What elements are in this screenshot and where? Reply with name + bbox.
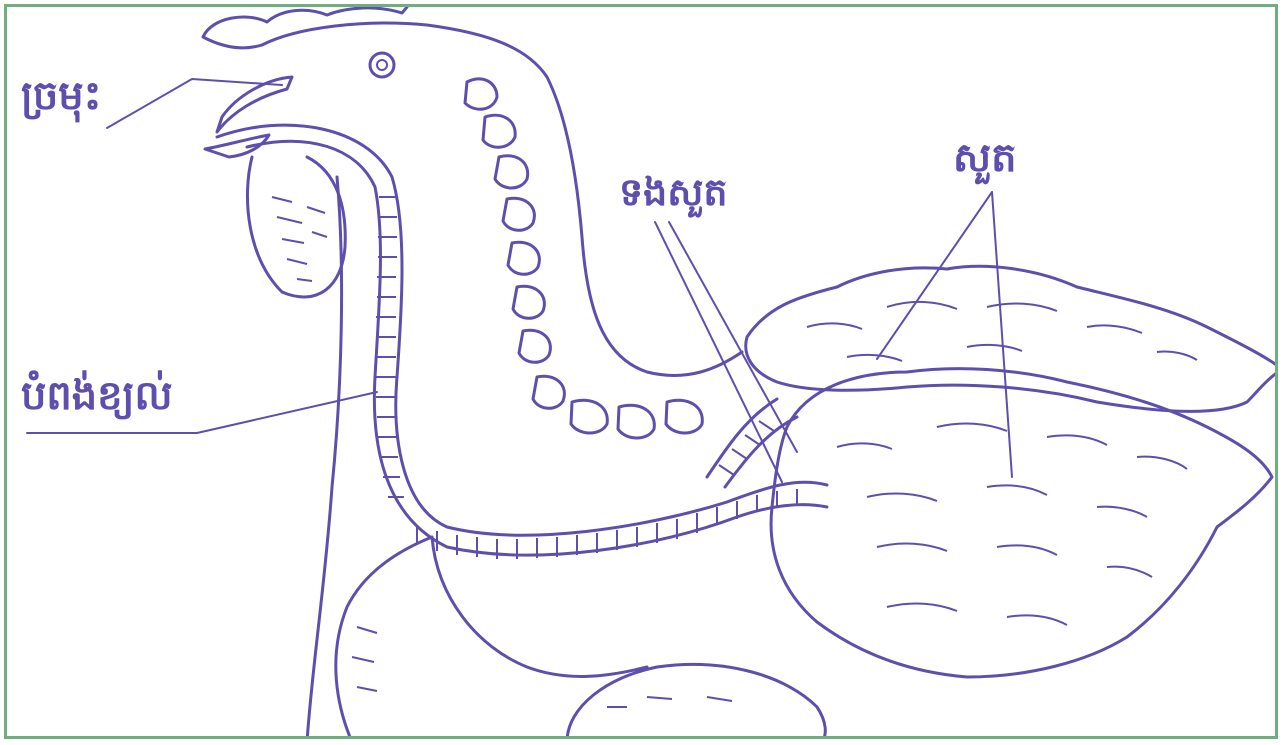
pointer-lines xyxy=(27,79,1012,482)
beak-pointer xyxy=(107,79,282,128)
label-bronchi: ទងសួត xyxy=(619,170,728,218)
lower-beak xyxy=(205,135,269,157)
wattle xyxy=(247,157,345,297)
lower-lung xyxy=(771,369,1272,677)
label-trachea: បំពង់ខ្យល់ xyxy=(21,370,173,420)
bronchi-pointer-1 xyxy=(655,222,782,482)
lungs-pointer-1 xyxy=(877,192,992,359)
label-beak: ច្រមុះ xyxy=(21,73,101,123)
comb xyxy=(203,7,407,48)
eye xyxy=(370,53,394,77)
bronchi-pointer-2 xyxy=(669,222,797,452)
lower-lung-texture xyxy=(837,424,1187,625)
label-lungs: សួត xyxy=(953,135,1016,185)
respiratory-diagram: ច្រមុះ បំពង់ខ្យល់ ទងសួត សួត xyxy=(7,7,1278,739)
diagram-frame: ច្រមុះ បំពង់ខ្យល់ ទងសួត សួត xyxy=(4,4,1278,739)
crop xyxy=(336,537,647,739)
lungs-pointer-2 xyxy=(992,192,1012,477)
wattle-texture xyxy=(272,197,327,281)
